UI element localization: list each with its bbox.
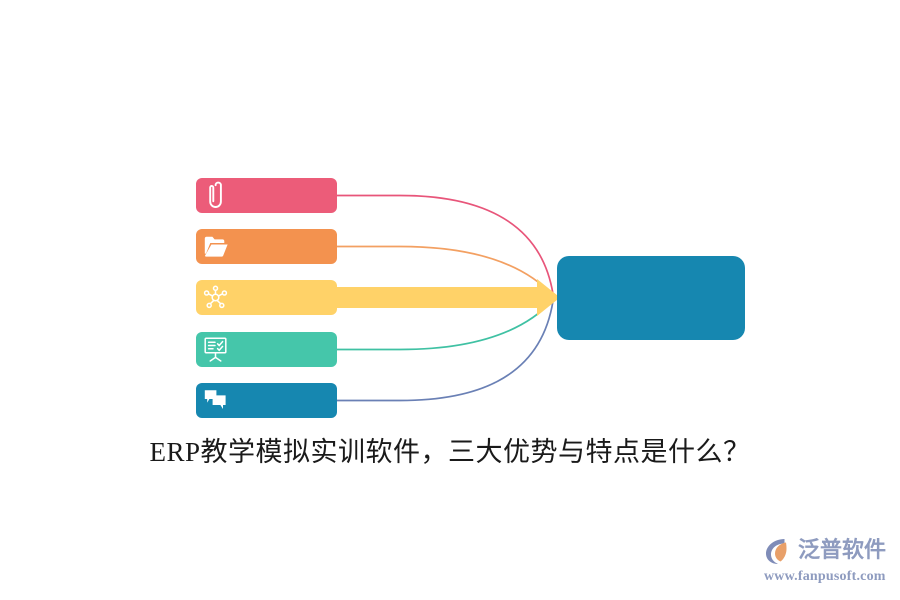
funnel-item-5[interactable]	[196, 383, 337, 418]
funnel-item-5-bar[interactable]	[196, 383, 337, 418]
chat-bubbles-icon	[204, 390, 226, 409]
presentation-board-icon	[204, 337, 227, 362]
funnel-item-4[interactable]	[196, 332, 337, 367]
funnel-item-1[interactable]	[196, 178, 337, 213]
funnel-item-4-bar[interactable]	[196, 332, 337, 367]
watermark-url-text: www.fanpusoft.com	[764, 569, 886, 584]
watermark: 泛普软件 www.fanpusoft.com	[762, 534, 894, 592]
funnel-item-2-bar[interactable]	[196, 229, 337, 264]
connector-line-5	[336, 300, 554, 402]
funnel-item-1-bar[interactable]	[196, 178, 337, 213]
highlight-arrow	[330, 279, 560, 316]
network-hub-icon	[203, 285, 228, 309]
page-title: ERP教学模拟实训软件，三大优势与特点是什么？	[149, 437, 751, 467]
target-box[interactable]	[557, 256, 745, 340]
funnel-item-3-bar[interactable]	[196, 280, 337, 315]
target-box-shape[interactable]	[557, 256, 745, 340]
fanpu-logo-icon	[766, 539, 787, 564]
funnel-item-2[interactable]	[196, 229, 337, 264]
open-folder-icon	[204, 236, 228, 257]
watermark-brand-row: 泛普软件	[762, 534, 894, 568]
highlight-arrow-shape	[330, 279, 560, 316]
connector-line-1	[336, 194, 554, 295]
paperclip-icon	[209, 181, 222, 208]
watermark-brand-text: 泛普软件	[798, 538, 887, 563]
funnel-item-3[interactable]	[196, 280, 337, 315]
